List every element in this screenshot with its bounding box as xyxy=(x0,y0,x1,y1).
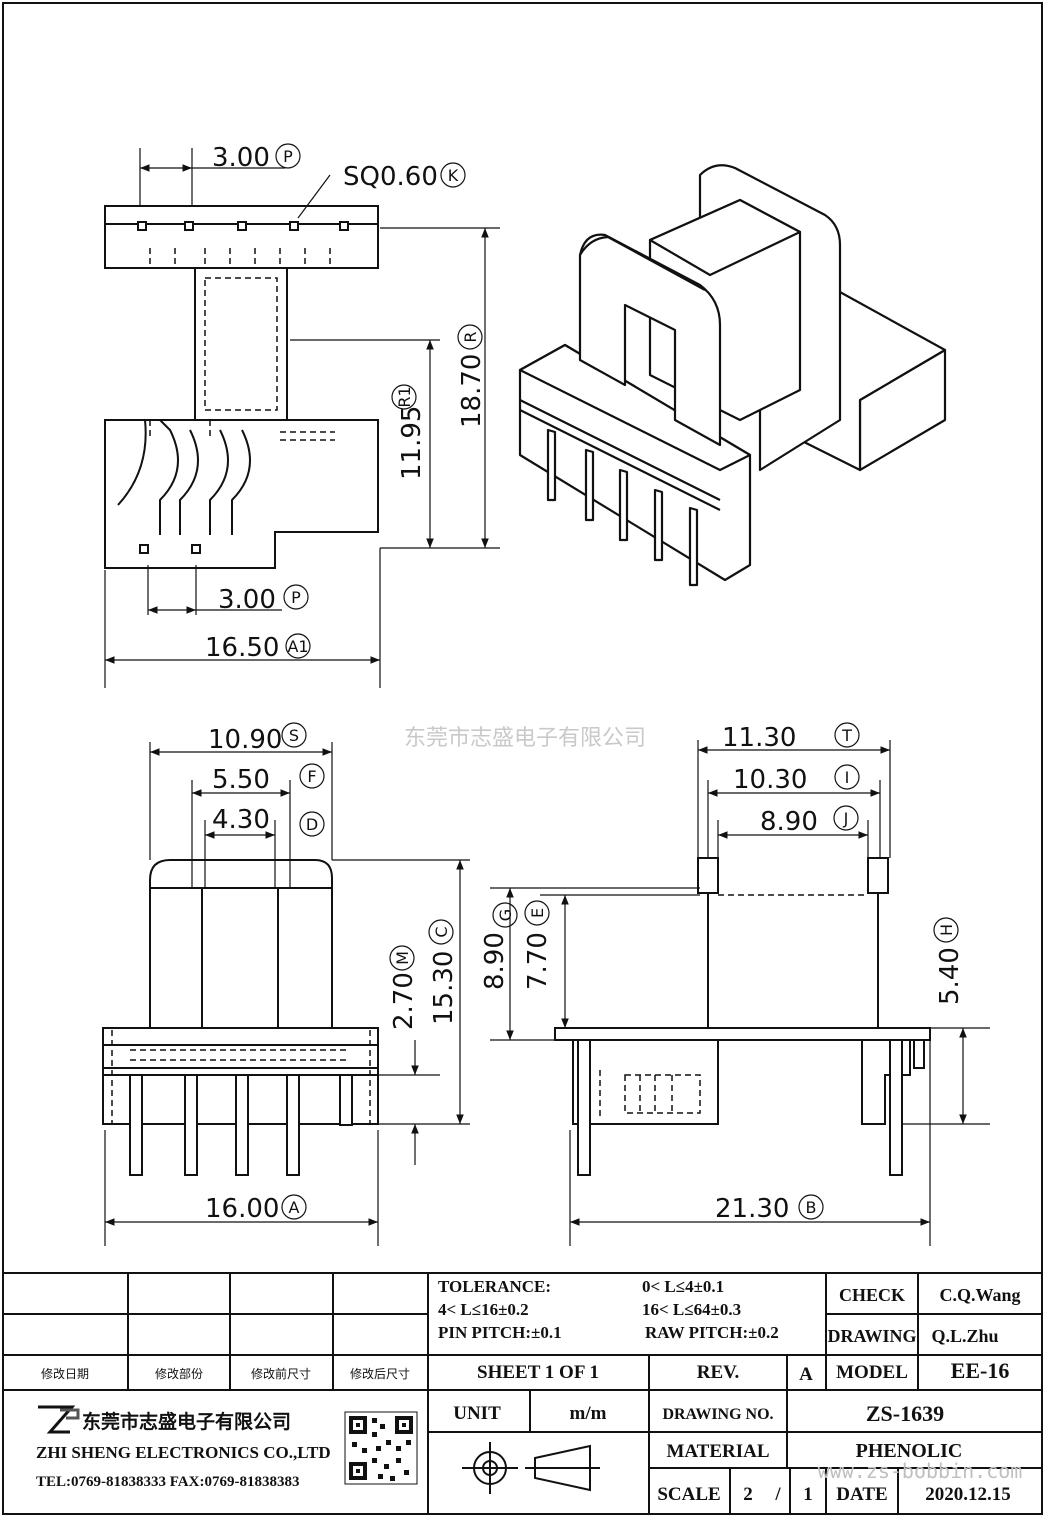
scale-num: 2 xyxy=(743,1484,753,1505)
tag-height-partial: R1 xyxy=(395,386,414,407)
dim-h-c: 15.30 xyxy=(429,951,459,1025)
top-view-dimensions xyxy=(104,143,500,688)
unit-value: m/m xyxy=(570,1403,607,1424)
drawing-no-label: DRAWING NO. xyxy=(662,1406,773,1423)
tag-h-g: G xyxy=(496,909,515,921)
tag-pin-pitch-bottom: P xyxy=(291,588,301,607)
rev-label: REV. xyxy=(697,1362,739,1383)
tag-w-t: T xyxy=(841,726,852,745)
dim-h-m: 2.70 xyxy=(389,972,419,1030)
pin-pitch-tolerance: PIN PITCH:±0.1 xyxy=(438,1323,562,1342)
sheet-label: SHEET 1 OF 1 xyxy=(477,1362,599,1383)
side-view-dimensions xyxy=(490,722,990,1246)
rev-col-part: 修改部份 xyxy=(155,1366,203,1381)
check-label: CHECK xyxy=(839,1285,905,1305)
tag-h-c: C xyxy=(432,926,451,937)
tag-w-f: F xyxy=(307,767,316,786)
side-view xyxy=(554,857,931,1176)
projection-symbol-icon xyxy=(462,1442,600,1494)
dim-height-partial: 11.95 xyxy=(397,406,427,480)
tag-w-s: S xyxy=(289,726,299,745)
tag-height-total: R xyxy=(461,331,480,342)
watermark-url: www.zs-bobbin.com xyxy=(818,1459,1023,1483)
scale-label: SCALE xyxy=(657,1484,720,1505)
rev-col-before: 修改前尺寸 xyxy=(251,1366,311,1381)
drawing-value: Q.L.Zhu xyxy=(931,1326,998,1346)
tag-w-a: A xyxy=(289,1198,300,1217)
raw-pitch-tolerance: RAW PITCH:±0.2 xyxy=(645,1323,779,1342)
material-label: MATERIAL xyxy=(666,1441,769,1462)
check-value: C.Q.Wang xyxy=(939,1285,1020,1305)
tag-w-i: I xyxy=(845,768,850,787)
company-logo-icon xyxy=(38,1405,80,1434)
tag-w-d: D xyxy=(306,815,318,834)
dim-w-i: 10.30 xyxy=(733,765,807,795)
isometric-view xyxy=(518,164,947,587)
tag-width-top: A1 xyxy=(287,637,308,656)
model-label: MODEL xyxy=(836,1362,908,1383)
drawing-no-value: ZS-1639 xyxy=(866,1401,944,1426)
rev-col-after: 修改后尺寸 xyxy=(350,1366,410,1381)
dim-pin-size: SQ0.60 xyxy=(343,162,438,192)
dim-w-f: 5.50 xyxy=(212,765,270,795)
tag-w-j: J xyxy=(843,809,849,828)
scale-den: 1 xyxy=(803,1484,813,1505)
tag-pin-pitch-top: P xyxy=(283,147,293,166)
tolerance-1: 0< L≤4±0.1 xyxy=(642,1277,724,1296)
rev-col-date: 修改日期 xyxy=(41,1366,89,1381)
company-name-cn: 东莞市志盛电子有限公司 xyxy=(82,1410,291,1433)
tag-h-m: M xyxy=(393,951,412,965)
dim-w-j: 8.90 xyxy=(760,807,818,837)
tag-h-h: H xyxy=(937,924,956,936)
dim-pin-pitch-bottom: 3.00 xyxy=(218,585,276,615)
top-view xyxy=(104,205,379,569)
front-view-dimensions xyxy=(104,722,470,1246)
material-value: PHENOLIC xyxy=(856,1440,963,1462)
model-value: EE-16 xyxy=(951,1358,1010,1383)
dim-h-e: 7.70 xyxy=(523,932,553,990)
title-block xyxy=(2,1272,1043,1515)
tag-w-b: B xyxy=(806,1198,817,1217)
dim-h-g: 8.90 xyxy=(480,932,510,990)
dim-w-a: 16.00 xyxy=(205,1194,279,1224)
tag-pin-size: K xyxy=(448,166,459,185)
dim-w-t: 11.30 xyxy=(722,723,796,753)
rev-value: A xyxy=(799,1364,813,1385)
dim-h-h: 5.40 xyxy=(935,947,965,1005)
tag-h-e: E xyxy=(528,908,547,918)
drawing-label: DRAWING xyxy=(827,1326,916,1346)
dim-w-d: 4.30 xyxy=(212,805,270,835)
dim-w-s: 10.90 xyxy=(208,725,282,755)
date-value: 2020.12.15 xyxy=(925,1484,1011,1505)
scale-sep: / xyxy=(774,1484,781,1505)
watermark-text: 东莞市志盛电子有限公司 xyxy=(404,726,646,751)
date-label: DATE xyxy=(836,1484,887,1505)
company-tel: TEL:0769-81838333 FAX:0769-81838383 xyxy=(36,1474,299,1490)
dim-height-total: 18.70 xyxy=(457,354,487,428)
front-view xyxy=(102,859,379,1176)
dim-w-b: 21.30 xyxy=(715,1194,789,1224)
tolerance-label: TOLERANCE: xyxy=(438,1277,551,1296)
tolerance-3: 16< L≤64±0.3 xyxy=(642,1300,741,1319)
company-name-en: ZHI SHENG ELECTRONICS CO.,LTD xyxy=(36,1443,331,1462)
qr-code-icon xyxy=(344,1411,418,1485)
dim-width-top: 16.50 xyxy=(205,633,279,663)
unit-label: UNIT xyxy=(453,1403,501,1424)
dim-pin-pitch-top: 3.00 xyxy=(212,143,270,173)
tolerance-2: 4< L≤16±0.2 xyxy=(438,1300,529,1319)
